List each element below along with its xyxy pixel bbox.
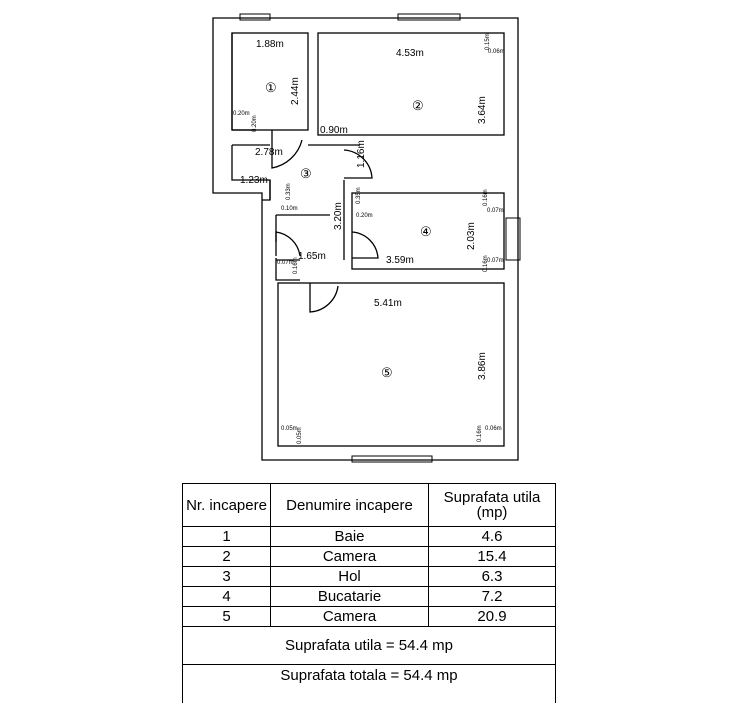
table-header-row: Nr. incapere Denumire incapere Suprafata… <box>182 483 556 527</box>
dimension-label: 4.53m <box>396 48 424 59</box>
room-5-outline <box>277 282 505 447</box>
offset-label: 0.16m <box>483 189 489 206</box>
table-row: 4 Bucatarie 7.2 <box>182 586 556 607</box>
offset-label: 0.07m <box>277 260 294 266</box>
offset-label: 0.06m <box>488 49 505 55</box>
table-row: 3 Hol 6.3 <box>182 566 556 587</box>
window <box>505 217 521 261</box>
room-nr: 4 <box>182 586 271 607</box>
room-nr: 3 <box>182 566 271 587</box>
offset-label: 0.20m <box>356 213 373 219</box>
room-name: Hol <box>270 566 429 587</box>
corridor-wall <box>232 144 360 261</box>
dimension-label: 2.44m <box>290 77 301 105</box>
column-header-nr: Nr. incapere <box>182 483 271 527</box>
offset-label: 0.35m <box>356 187 362 204</box>
offset-label: 0.33m <box>286 183 292 200</box>
room-area: 7.2 <box>428 586 556 607</box>
room-name: Baie <box>270 526 429 547</box>
dimension-label: 1.88m <box>256 39 284 50</box>
dimension-label: 1.65m <box>298 251 326 262</box>
room-4-outline <box>351 192 505 270</box>
room-number-1: ① <box>265 80 277 95</box>
offset-label: 0.20m <box>252 115 258 132</box>
dimension-label: 3.20m <box>333 202 344 230</box>
offset-label: 0.07m <box>487 258 504 264</box>
column-header-area: Suprafata utila (mp) <box>428 483 556 527</box>
room-nr: 1 <box>182 526 271 547</box>
room-area: 6.3 <box>428 566 556 587</box>
room-area: 4.6 <box>428 526 556 547</box>
room-number-2: ② <box>412 98 424 113</box>
offset-label: 0.05m <box>281 426 298 432</box>
offset-label: 0.10m <box>281 206 298 212</box>
offset-label: 0.16m <box>483 255 489 272</box>
column-header-name: Denumire incapere <box>270 483 429 527</box>
offset-label: 0.16m <box>293 257 299 274</box>
door-swing <box>309 283 339 313</box>
room-number-3: ③ <box>300 166 312 181</box>
room-1-outline <box>231 32 309 131</box>
door-swing <box>275 231 301 257</box>
room-number-4: ④ <box>420 224 432 239</box>
offset-label: 0.20m <box>233 111 250 117</box>
offset-label: 0.16m <box>477 425 483 442</box>
room-nr: 2 <box>182 546 271 567</box>
dimension-label: 0.90m <box>320 125 348 136</box>
total-row: Suprafata totala = 54.4 mp <box>182 664 556 703</box>
room-name: Camera <box>270 606 429 627</box>
table-row: 2 Camera 15.4 <box>182 546 556 567</box>
dimension-label: 3.86m <box>477 352 488 380</box>
door-swing <box>271 130 303 169</box>
window <box>351 455 433 463</box>
dimension-label: 2.03m <box>466 222 477 250</box>
offset-label: 0.05m <box>297 427 303 444</box>
dimension-label: 3.64m <box>477 96 488 124</box>
window <box>397 13 461 21</box>
room-number-5: ⑤ <box>381 365 393 380</box>
suprafata-utila-total: Suprafata utila = 54.4 mp <box>182 626 556 665</box>
window <box>239 13 271 21</box>
table-row: 1 Baie 4.6 <box>182 526 556 547</box>
dimension-label: 5.41m <box>374 298 402 309</box>
dimension-label: 1.23m <box>240 175 268 186</box>
suprafata-totala-total: Suprafata totala = 54.4 mp <box>182 664 556 703</box>
room-name: Camera <box>270 546 429 567</box>
rooms-table: Nr. incapere Denumire incapere Suprafata… <box>182 483 556 703</box>
offset-label: 0.07m <box>487 208 504 214</box>
total-row: Suprafata utila = 54.4 mp <box>182 626 556 665</box>
room-area: 20.9 <box>428 606 556 627</box>
dimension-label: 2.78m <box>255 147 283 158</box>
floor-plan: ① ② ③ ④ ⑤ 1.88m 2.44m 4.53m 3.64m 2.78m … <box>212 13 521 463</box>
room-nr: 5 <box>182 606 271 627</box>
door-swing <box>343 149 373 179</box>
room-2-outline <box>317 32 505 136</box>
door-swing <box>351 231 379 259</box>
room-area: 15.4 <box>428 546 556 567</box>
offset-label: 0.15m <box>485 33 491 50</box>
dimension-label: 3.59m <box>386 255 414 266</box>
dimension-label: 1.16m <box>356 140 367 168</box>
table-row: 5 Camera 20.9 <box>182 606 556 627</box>
room-name: Bucatarie <box>270 586 429 607</box>
offset-label: 0.06m <box>485 426 502 432</box>
outer-wall <box>212 17 519 461</box>
